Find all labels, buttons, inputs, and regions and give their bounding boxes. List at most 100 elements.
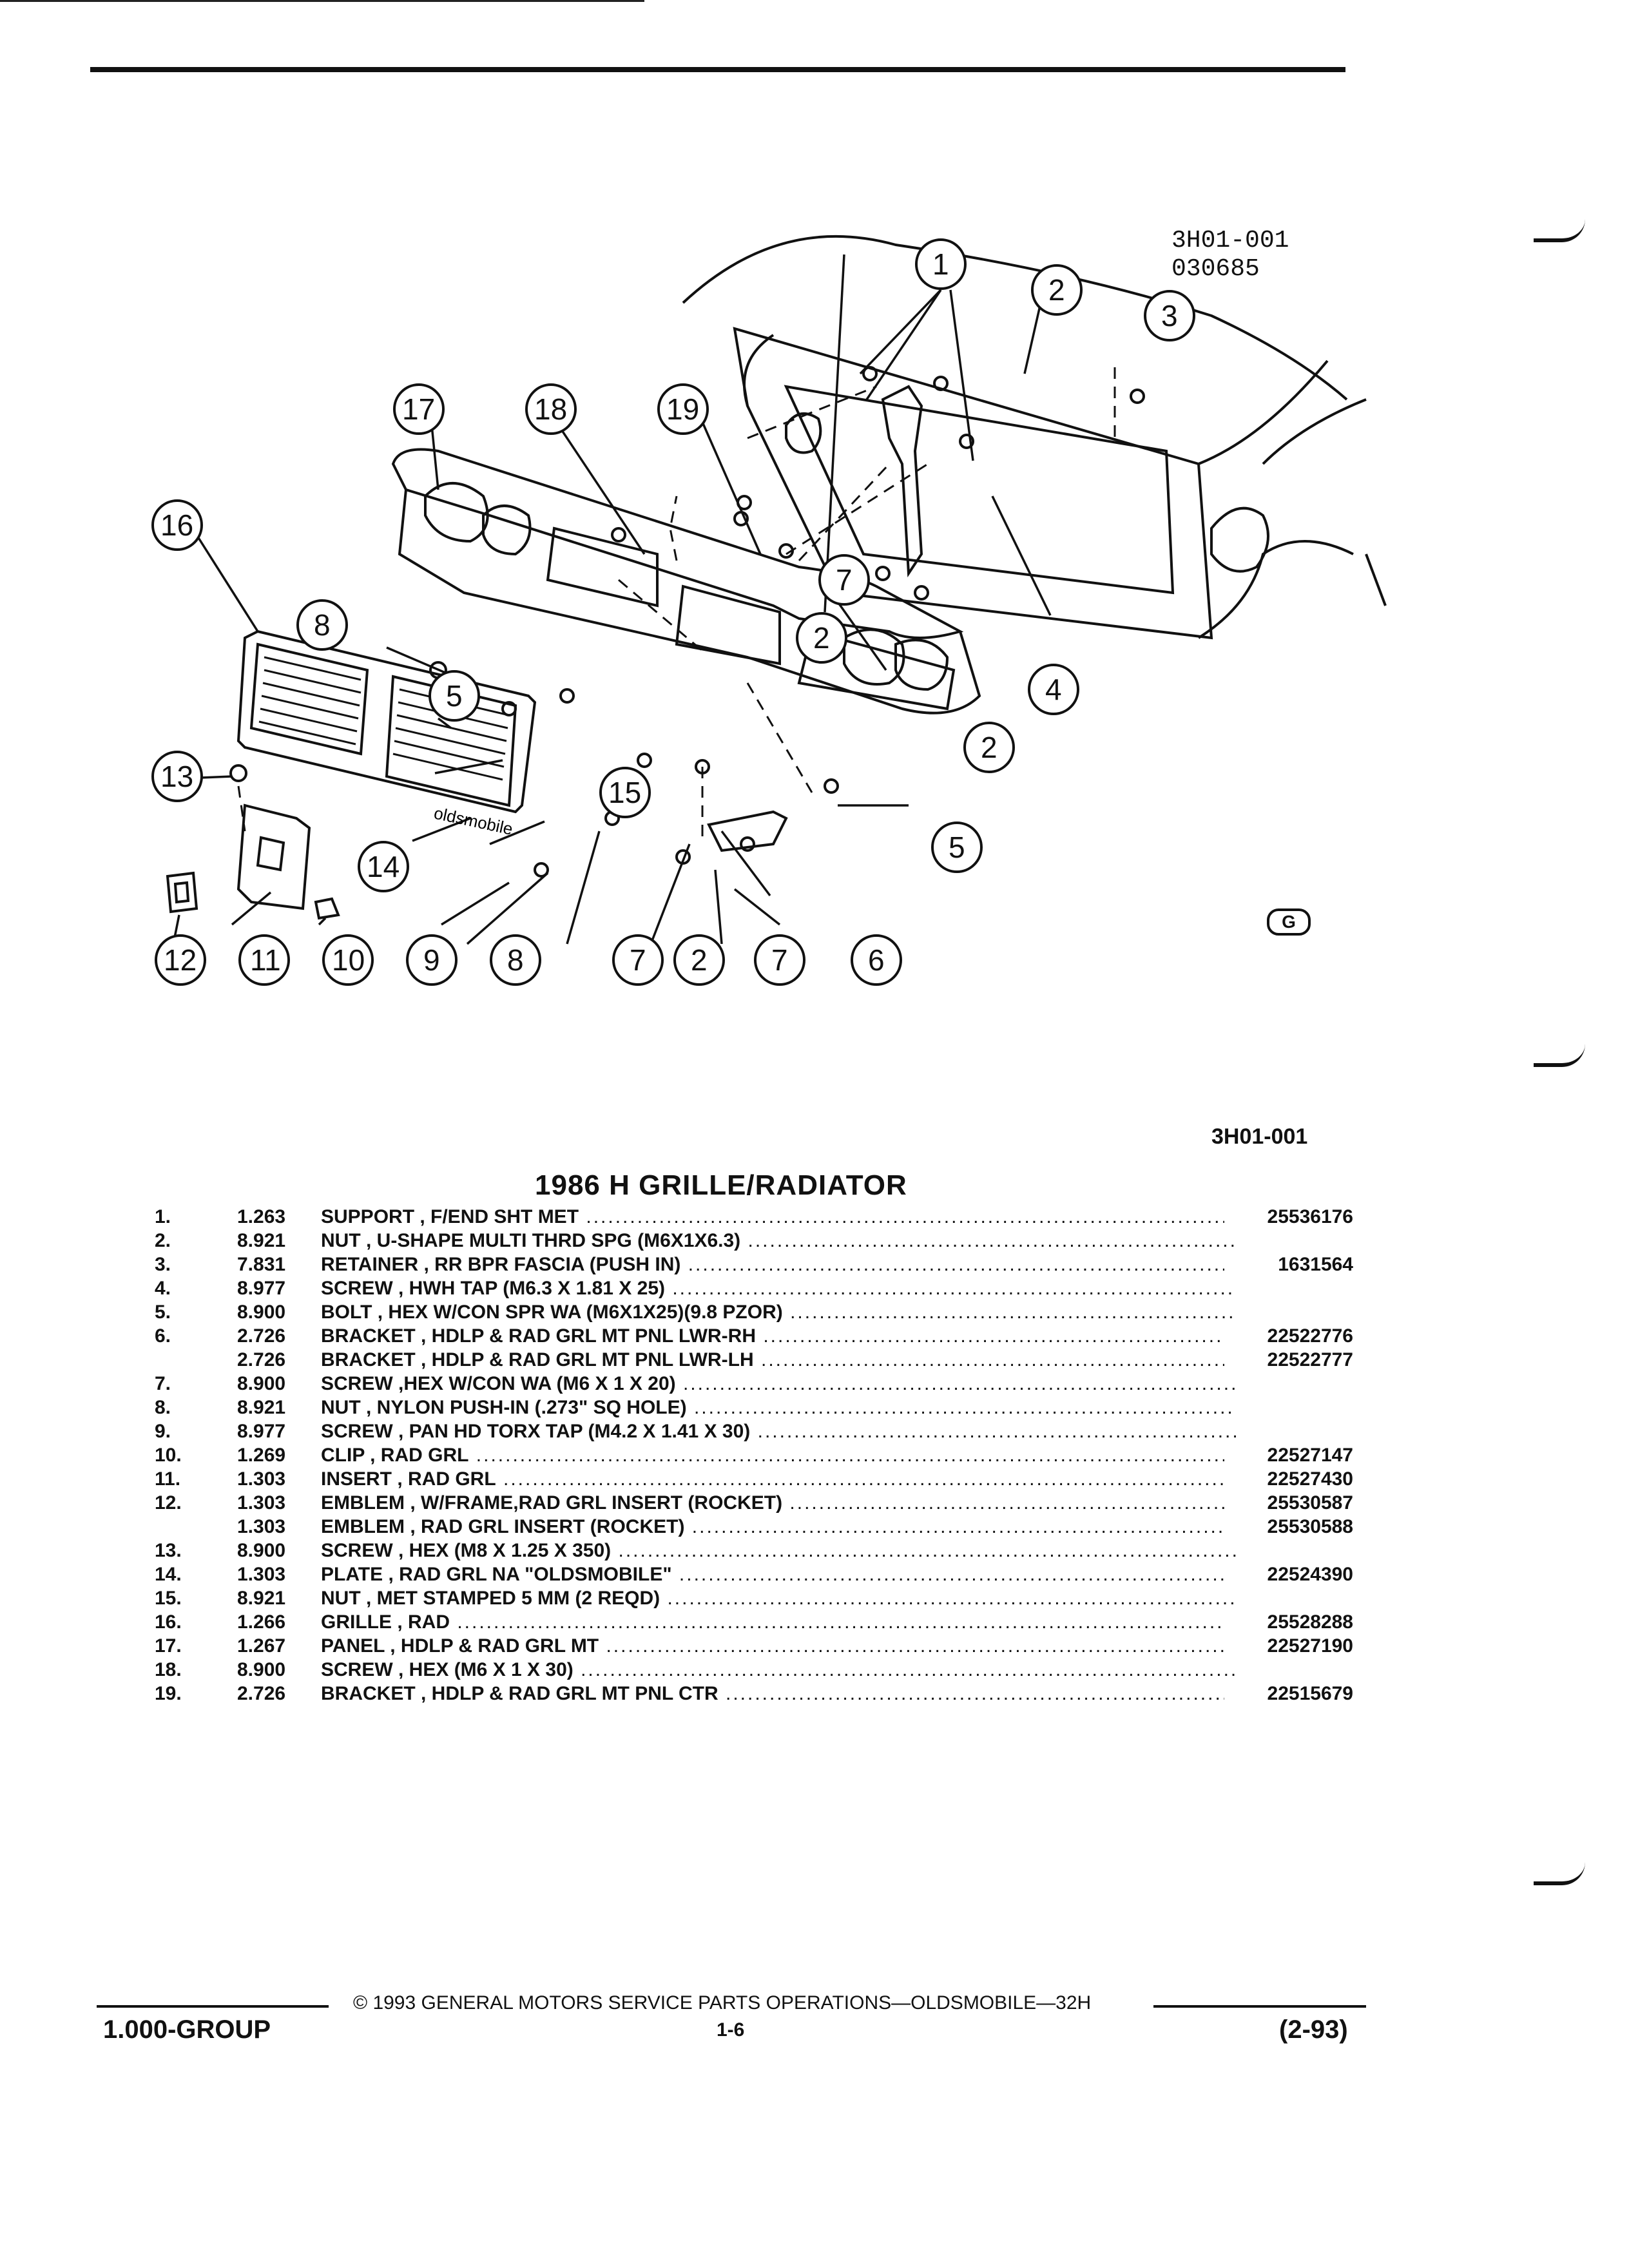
parts-description: RETAINER , RR BPR FASCIA (PUSH IN) [321,1254,1236,1276]
parts-list-row: 10. 1.269 CLIP , RAD GRL22527147 [155,1445,1366,1468]
parts-part-number: 25530588 [1224,1516,1353,1538]
callout-14: 14 [358,841,409,892]
parts-item-number: 11. [155,1468,181,1490]
svg-text:9: 9 [423,943,440,977]
parts-group-code: 8.921 [237,1230,286,1251]
callout-1: 1 [915,238,967,290]
callout-2-top: 2 [1031,264,1083,316]
callout-17: 17 [393,383,445,435]
callout-3: 3 [1144,290,1195,341]
callout-13: 13 [151,751,203,802]
parts-item-number: 15. [155,1588,182,1609]
parts-item-number: 14. [155,1564,182,1585]
parts-description: SCREW , PAN HD TORX TAP (M4.2 X 1.41 X 3… [321,1421,1236,1443]
binder-hole-mark [1534,219,1585,242]
svg-text:2: 2 [691,943,708,977]
parts-item-number: 10. [155,1445,182,1466]
callout-7-extra: 7 [103,193,120,200]
callout-11: 11 [238,934,290,986]
callout-2-mid: 2 [796,612,847,664]
parts-description: BOLT , HEX W/CON SPR WA (M6X1X25)(9.8 PZ… [321,1302,1236,1323]
callout-5-right: 5 [931,822,983,873]
footer-revision-date: (2-93) [1279,2015,1348,2044]
svg-text:10: 10 [332,943,365,977]
svg-text:6: 6 [868,943,885,977]
svg-text:7: 7 [836,563,853,597]
parts-part-number: 22527190 [1224,1635,1353,1657]
footer-rule-right [1153,2005,1366,2008]
svg-text:4: 4 [1045,673,1062,706]
parts-part-number: 22515679 [1224,1683,1353,1705]
parts-description: GRILLE , RAD [321,1611,1236,1633]
parts-description: SCREW ,HEX W/CON WA (M6 X 1 X 20) [321,1373,1236,1395]
parts-group-code: 1.269 [237,1445,286,1466]
parts-item-number: 5. [155,1302,171,1323]
parts-part-number: 25528288 [1224,1611,1353,1633]
callout-2-extra: 2 [103,193,120,200]
callout-8-top: 8 [296,599,348,651]
binder-hole-mark [1534,1862,1585,1885]
parts-group-code: 1.303 [237,1564,286,1585]
svg-text:15: 15 [608,776,641,809]
section-title: 1986 H GRILLE/RADIATOR [535,1169,907,1201]
parts-description: EMBLEM , RAD GRL INSERT (ROCKET) [321,1516,1236,1538]
figure-code-line-1: 3H01-001 [1171,227,1289,255]
footer-group-label: 1.000-GROUP [103,2015,271,2044]
parts-group-code: 1.303 [237,1492,286,1514]
svg-text:11: 11 [250,943,281,977]
parts-group-code: 1.303 [237,1516,286,1537]
parts-group-code: 8.977 [237,1278,286,1299]
parts-description: PLATE , RAD GRL NA "OLDSMOBILE" [321,1564,1236,1586]
callout-7-left: 7 [612,934,664,986]
svg-text:7: 7 [630,943,646,977]
svg-text:13: 13 [160,760,193,793]
svg-text:2: 2 [813,621,830,655]
parts-group-code: 1.303 [237,1468,286,1490]
svg-text:7: 7 [771,943,788,977]
svg-text:3: 3 [1161,299,1178,332]
parts-description: CLIP , RAD GRL [321,1445,1236,1466]
callout-5-left: 5 [429,670,480,722]
svg-text:17: 17 [402,392,435,426]
svg-text:2: 2 [981,731,998,764]
parts-item-number: 7. [155,1373,171,1394]
parts-description: BRACKET , HDLP & RAD GRL MT PNL CTR [321,1683,1236,1705]
parts-description: SCREW , HEX (M6 X 1 X 30) [321,1659,1236,1681]
exploded-parts-diagram: 1 2 2 2 2 2 3 4 5 5 6 7 7 7 7 8 8 9 10 1… [103,193,1387,986]
callout-9: 9 [406,934,458,986]
parts-item-number: 1. [155,1206,171,1227]
parts-item-number: 6. [155,1325,171,1347]
parts-group-code: 1.267 [237,1635,286,1657]
parts-part-number: 22527147 [1224,1445,1353,1466]
parts-item-number: 9. [155,1421,171,1442]
leader-lines [154,254,1052,945]
parts-item-number: 2. [155,1230,171,1251]
parts-description: NUT , MET STAMPED 5 MM (2 REQD) [321,1588,1236,1610]
parts-group-code: 8.900 [237,1373,286,1394]
parts-item-number: 3. [155,1254,171,1275]
footer-copyright: © 1993 GENERAL MOTORS SERVICE PARTS OPER… [353,1992,1092,2013]
parts-part-number: 25530587 [1224,1492,1353,1514]
parts-description: INSERT , RAD GRL [321,1468,1236,1490]
parts-group-code: 8.977 [237,1421,286,1442]
svg-text:1: 1 [932,247,949,281]
callout-4: 4 [1028,664,1079,715]
g-mark-logo: G [1267,908,1311,936]
callout-7-right: 7 [754,934,805,986]
top-edge-scrap [0,0,644,2]
parts-group-code: 8.900 [237,1540,286,1561]
